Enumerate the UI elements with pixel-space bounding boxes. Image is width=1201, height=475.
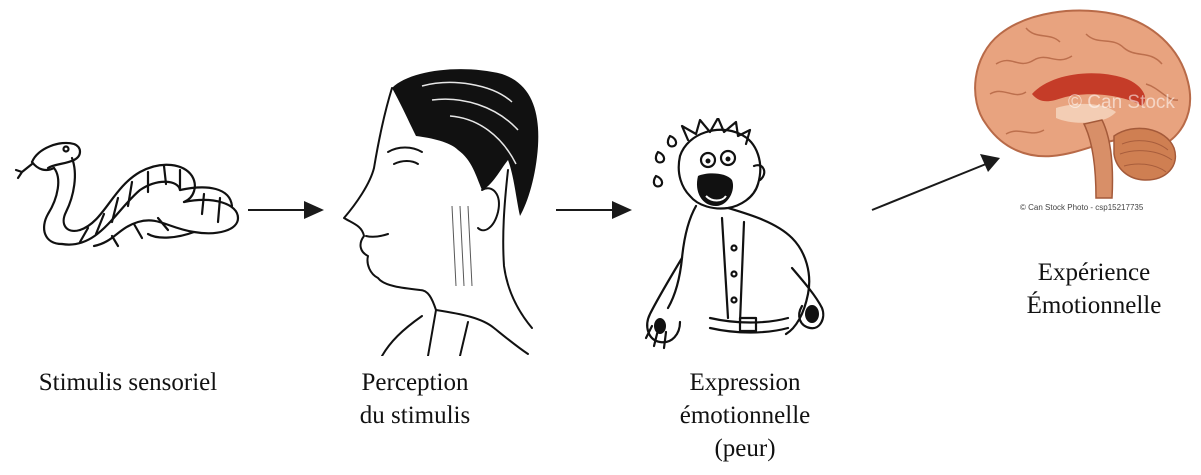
arrow-1 xyxy=(246,198,326,222)
frightened-man-icon xyxy=(636,118,836,354)
label-expression-line-2: émotionnelle xyxy=(660,399,830,432)
label-stimulus: Stimulis sensoriel xyxy=(8,366,248,399)
arrow-2 xyxy=(554,198,634,222)
label-experience-line-2: Émotionnelle xyxy=(1004,289,1184,322)
brain-image-credit: © Can Stock Photo - csp15217735 xyxy=(1020,203,1143,212)
man-profile-icon xyxy=(332,66,546,356)
snake-icon xyxy=(8,118,248,258)
label-stimulus-line-1: Stimulis sensoriel xyxy=(8,366,248,399)
label-expression-line-1: Expression xyxy=(660,366,830,399)
label-experience: Expérience Émotionnelle xyxy=(1004,256,1184,322)
label-expression-line-3: (peur) xyxy=(660,432,830,465)
brain-image-watermark: © Can Stock xyxy=(1068,92,1175,114)
label-perception-line-2: du stimulis xyxy=(340,399,490,432)
label-perception-line-1: Perception xyxy=(340,366,490,399)
label-perception: Perception du stimulis xyxy=(340,366,490,432)
label-experience-line-1: Expérience xyxy=(1004,256,1184,289)
label-expression: Expression émotionnelle (peur) xyxy=(660,366,830,465)
